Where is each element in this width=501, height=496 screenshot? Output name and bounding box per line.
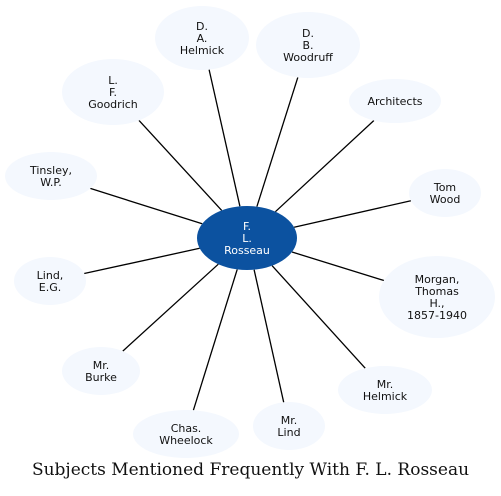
- edges: [84, 69, 412, 411]
- node-label-line: Helmick: [180, 44, 225, 57]
- node-label-line: 1857-1940: [407, 309, 467, 322]
- node-ellipse[interactable]: [349, 79, 441, 123]
- edge-mr-helmick: [271, 265, 366, 369]
- node-mr-lind[interactable]: Mr.Lind: [253, 402, 325, 450]
- node-ellipse[interactable]: [253, 402, 325, 450]
- node-label-line: Mr.: [93, 359, 110, 372]
- node-label-line: Lind: [277, 426, 300, 439]
- node-ellipse[interactable]: [62, 59, 164, 125]
- node-label-line: D.: [196, 20, 208, 33]
- node-label-line: D.: [302, 27, 314, 40]
- node-chas-wheelock[interactable]: Chas.Wheelock: [133, 410, 239, 458]
- node-label-line: H.,: [429, 297, 444, 310]
- node-label-line: Tinsley,: [29, 164, 72, 177]
- center-ellipse[interactable]: [197, 206, 297, 270]
- diagram-caption: Subjects Mentioned Frequently With F. L.…: [31, 460, 470, 480]
- node-label-line: W.P.: [40, 176, 62, 189]
- node-ellipse[interactable]: [5, 152, 97, 200]
- edge-morgan-thomas: [291, 251, 385, 282]
- node-label-line: B.: [302, 39, 313, 52]
- node-label-line: Burke: [85, 371, 117, 384]
- node-ellipse[interactable]: [155, 6, 249, 70]
- edge-chas-wheelock: [192, 269, 238, 411]
- node-label-line: Mr.: [281, 414, 298, 427]
- node-label-line: Mr.: [377, 378, 394, 391]
- node-architects[interactable]: Architects: [349, 79, 441, 123]
- center-label-line: Rosseau: [224, 244, 270, 257]
- node-label-line: Thomas: [414, 285, 459, 298]
- edge-tinsley-wp: [90, 187, 203, 225]
- node-label-line: Architects: [367, 95, 422, 108]
- node-label-line: Wood: [430, 193, 461, 206]
- center-node: F.L.Rosseau: [197, 206, 297, 270]
- edge-goodrich-lf: [138, 119, 223, 211]
- edge-mr-lind: [253, 269, 285, 403]
- node-label-line: Chas.: [171, 422, 202, 435]
- node-tinsley-wp[interactable]: Tinsley,W.P.: [5, 152, 97, 200]
- node-label-line: Morgan,: [415, 273, 460, 286]
- node-helmick-da[interactable]: D.A.Helmick: [155, 6, 249, 70]
- center-label-line: F.: [243, 220, 251, 233]
- node-label-line: Lind,: [37, 269, 64, 282]
- node-mr-burke[interactable]: Mr.Burke: [62, 347, 140, 395]
- edge-woodruff-db: [256, 77, 299, 207]
- node-ellipse[interactable]: [62, 347, 140, 395]
- node-woodruff-db[interactable]: D.B.Woodruff: [256, 12, 360, 78]
- node-label-line: Tom: [433, 181, 456, 194]
- node-ellipse[interactable]: [14, 257, 86, 305]
- node-label-line: F.: [109, 86, 117, 99]
- node-ellipse[interactable]: [379, 256, 495, 338]
- node-ellipse[interactable]: [409, 169, 481, 217]
- node-label-line: Helmick: [363, 390, 408, 403]
- center-label-line: L.: [242, 232, 252, 245]
- node-lind-eg[interactable]: Lind,E.G.: [14, 257, 86, 305]
- edge-helmick-da: [208, 69, 241, 207]
- node-label-line: E.G.: [39, 281, 61, 294]
- edge-architects: [274, 120, 375, 213]
- node-label-line: Woodruff: [283, 51, 333, 64]
- node-ellipse[interactable]: [256, 12, 360, 78]
- node-label-line: Goodrich: [88, 98, 138, 111]
- edge-tom-wood: [293, 200, 412, 228]
- edge-lind-eg: [84, 247, 200, 275]
- node-goodrich-lf[interactable]: L.F.Goodrich: [62, 59, 164, 125]
- node-mr-helmick[interactable]: Mr.Helmick: [338, 366, 432, 414]
- node-label-line: A.: [197, 32, 208, 45]
- node-label-line: Wheelock: [159, 434, 213, 447]
- edge-mr-burke: [122, 263, 219, 352]
- node-ellipse[interactable]: [133, 410, 239, 458]
- node-label-line: L.: [108, 74, 118, 87]
- node-ellipse[interactable]: [338, 366, 432, 414]
